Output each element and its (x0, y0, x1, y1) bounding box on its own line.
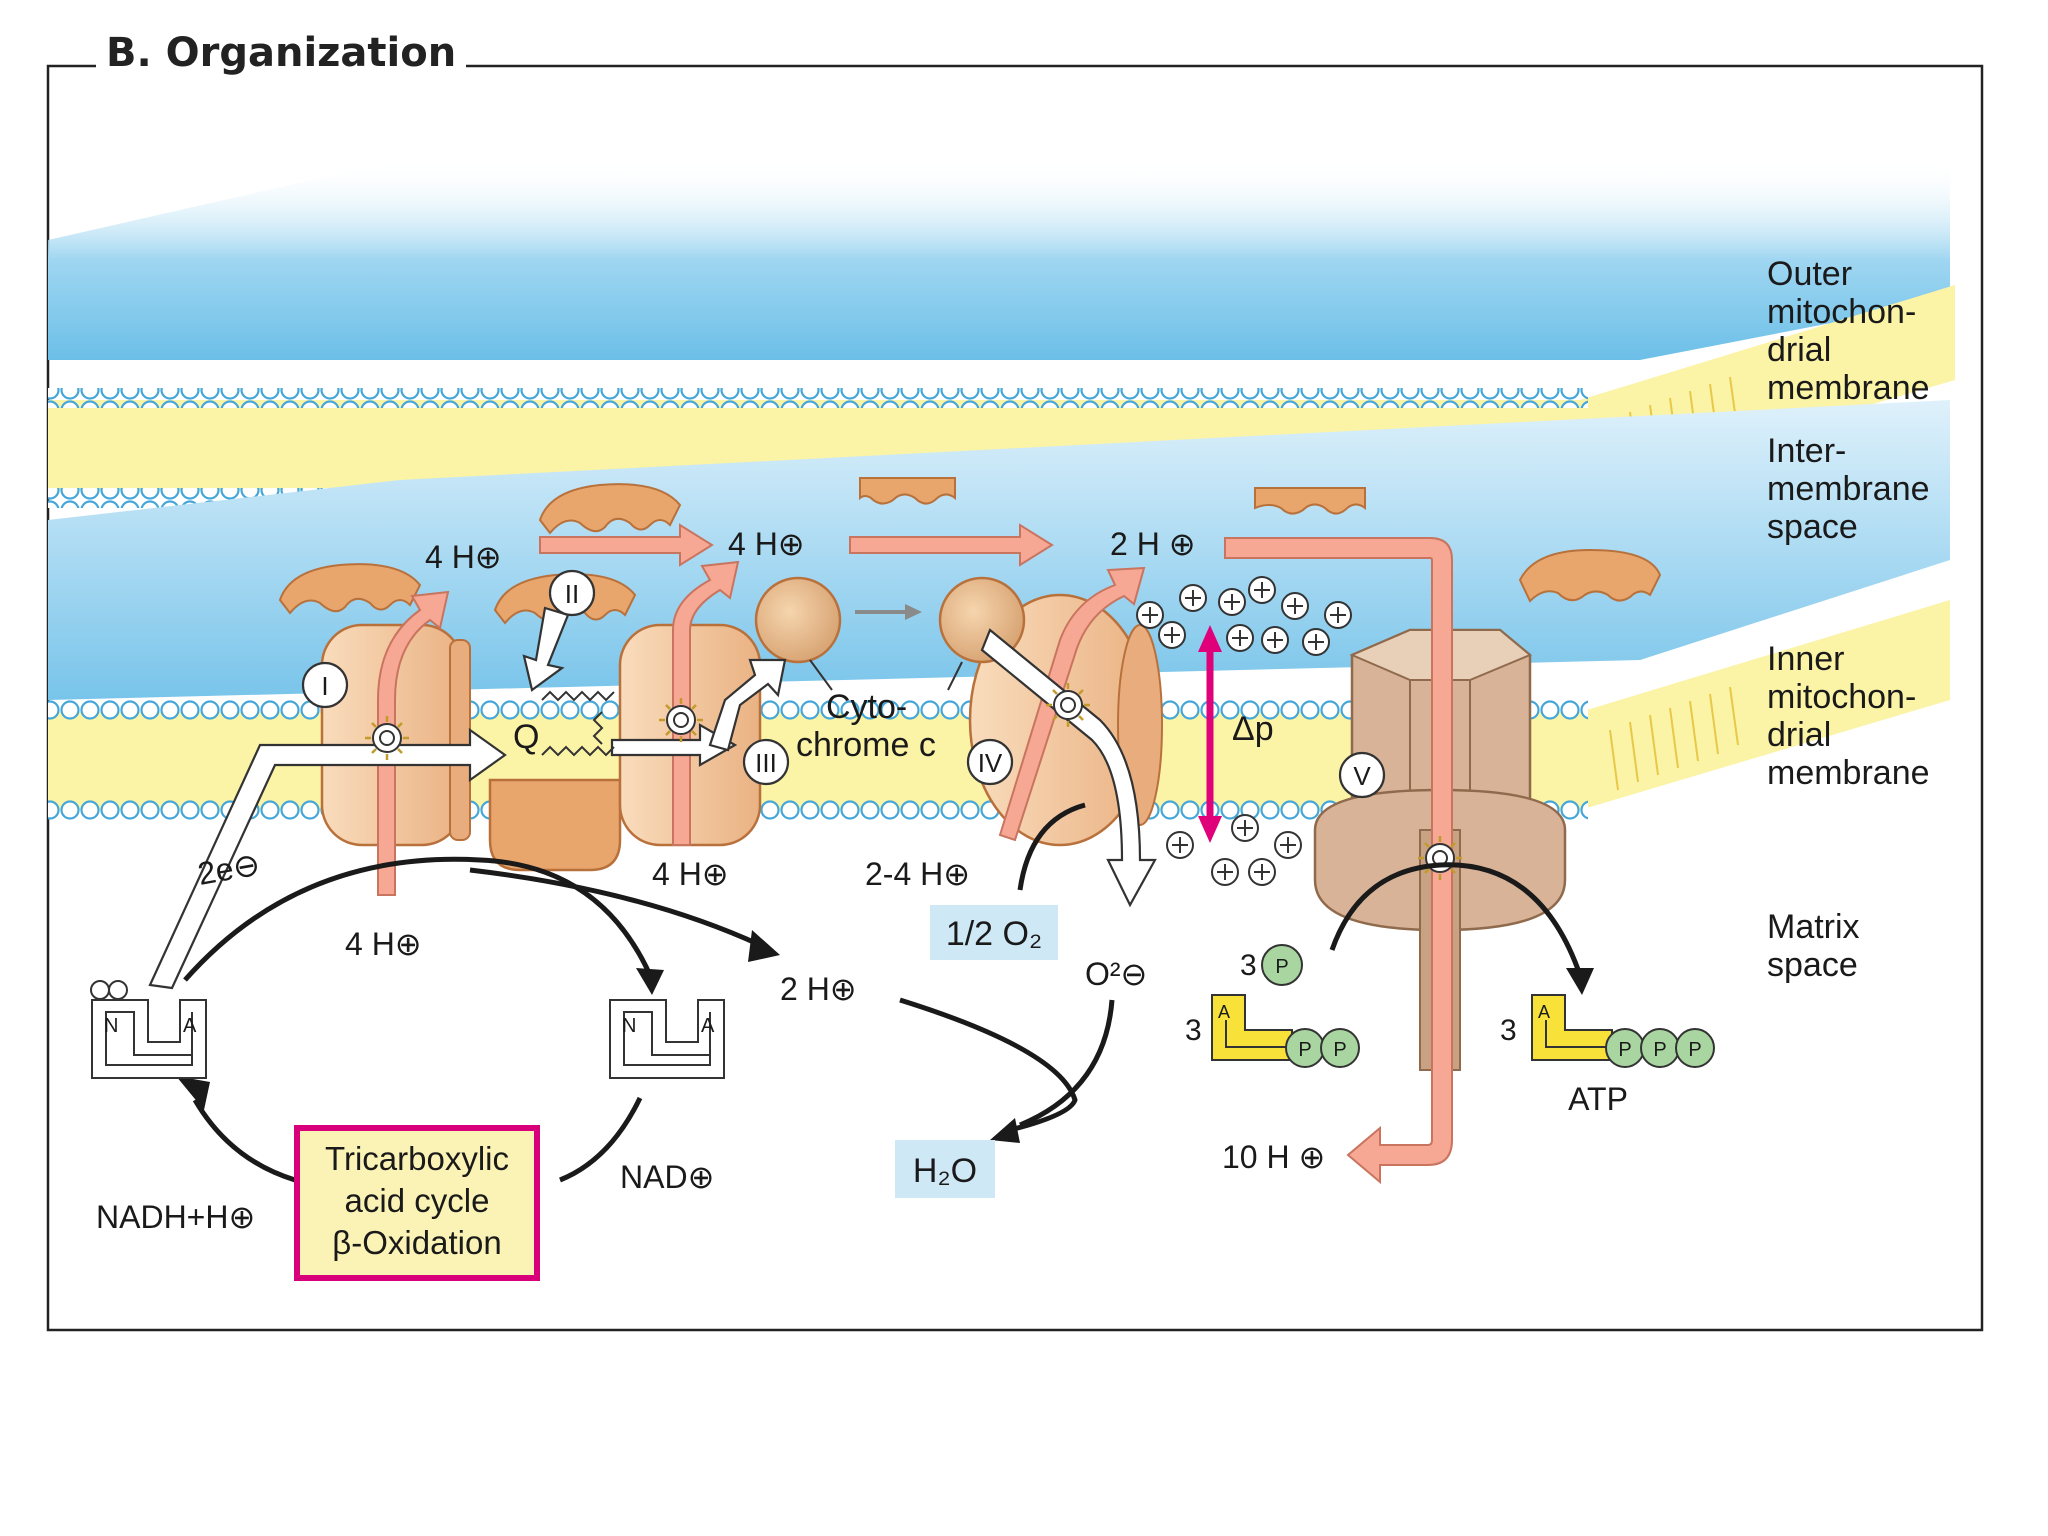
proton-top-c: 2 H ⊕ (1110, 526, 1196, 562)
tca-label-1: Tricarboxylic (325, 1140, 509, 1177)
adp-p1: P (1298, 1039, 1311, 1061)
label-inner-4: membrane (1767, 754, 1930, 792)
label-inter-2: membrane (1767, 470, 1930, 508)
nad-label: NAD⊕ (620, 1159, 714, 1195)
adp-p2: P (1333, 1039, 1346, 1061)
cytochrome-label-2: chrome c (796, 726, 936, 764)
label-outer-1: Outer (1767, 255, 1852, 293)
adp-a: A (1218, 1002, 1230, 1022)
complex-iv-label: IV (978, 748, 1003, 778)
label-outer-2: mitochon- (1767, 293, 1916, 331)
atp-count: 3 (1500, 1014, 1517, 1047)
figure-title: B. Organization (96, 30, 467, 76)
label-inner-1: Inner (1767, 640, 1845, 678)
label-inner-2: mitochon- (1767, 678, 1916, 716)
delta-p-label: Δp (1232, 710, 1274, 748)
adp-symbol (1211, 994, 1360, 1068)
electrons-label: 2e⊖ (195, 846, 263, 892)
reaction-arrows (183, 802, 1583, 1183)
atp-a: A (1538, 1002, 1550, 1022)
cytochrome-leader-lines (809, 659, 963, 691)
label-inter-1: Inter- (1767, 432, 1846, 470)
water-box (895, 1140, 995, 1198)
nad-n-2: N (622, 1015, 636, 1037)
proton-arrows (377, 523, 1453, 1185)
nad-n-1: N (104, 1015, 118, 1037)
adp-count: 3 (1185, 1014, 1202, 1047)
cytochrome-transfer-arrow (855, 604, 922, 620)
o2-minus-label: O²⊖ (1085, 956, 1147, 992)
label-outer-3: drial (1767, 331, 1831, 369)
phosphate-symbol (1261, 944, 1303, 986)
proton-top-b: 4 H⊕ (728, 526, 805, 562)
proton-matrix-2h: 2 H⊕ (780, 971, 857, 1007)
delta-p-arrow (1198, 625, 1222, 843)
electron-flow (148, 606, 1157, 990)
label-matrix-1: Matrix (1767, 908, 1860, 946)
tca-label-2: acid cycle (345, 1182, 490, 1219)
atp-label: ATP (1568, 1081, 1628, 1117)
label-matrix-2: space (1767, 946, 1858, 984)
peripheral-proteins (278, 477, 1662, 625)
nad-a-1: A (183, 1015, 197, 1037)
label-inner-3: drial (1767, 716, 1831, 754)
cytochrome-c-1 (754, 576, 842, 664)
label-outer-4: membrane (1767, 369, 1930, 407)
complex-number-circles (301, 569, 1386, 799)
atp-p1: P (1618, 1039, 1631, 1061)
complex-ii (488, 778, 622, 872)
proton-bottom-iii: 4 H⊕ (652, 856, 729, 892)
ubiquinone-label: Q (513, 718, 539, 756)
atp-p2: P (1653, 1039, 1666, 1061)
phosphate-p: P (1275, 956, 1288, 978)
half-o2-box (930, 905, 1058, 960)
complex-ii-label: II (565, 579, 579, 609)
complex-iii-label: III (755, 748, 777, 778)
label-inter-3: space (1767, 508, 1858, 546)
half-o2-label: 1/2 O₂ (946, 915, 1042, 953)
tca-label-3: β-Oxidation (332, 1224, 501, 1261)
proton-bottom-i: 4 H⊕ (345, 926, 422, 962)
phosphate-count: 3 (1240, 949, 1257, 982)
complex-v-label: V (1353, 761, 1371, 791)
nadh-label: NADH+H⊕ (96, 1199, 255, 1235)
complex-i-label: I (321, 671, 328, 701)
proton-bottom-iv: 2-4 H⊕ (865, 856, 970, 892)
tca-box (294, 1125, 540, 1281)
proton-top-a: 4 H⊕ (425, 539, 502, 575)
atp-symbol (1531, 994, 1715, 1068)
water-label: H₂O (913, 1152, 977, 1190)
cytochrome-label-1: Cyto- (826, 688, 907, 726)
ubiquinone-zigzag (541, 690, 615, 757)
iron-sulfur-centers (365, 683, 1462, 880)
nad-shapes (90, 980, 725, 1079)
atp-p3: P (1688, 1039, 1701, 1061)
nad-a-2: A (701, 1015, 715, 1037)
reaction-arrowheads (176, 930, 1594, 1143)
proton-gradient-plus (1136, 576, 1352, 886)
proton-ten-h: 10 H ⊕ (1222, 1139, 1325, 1175)
